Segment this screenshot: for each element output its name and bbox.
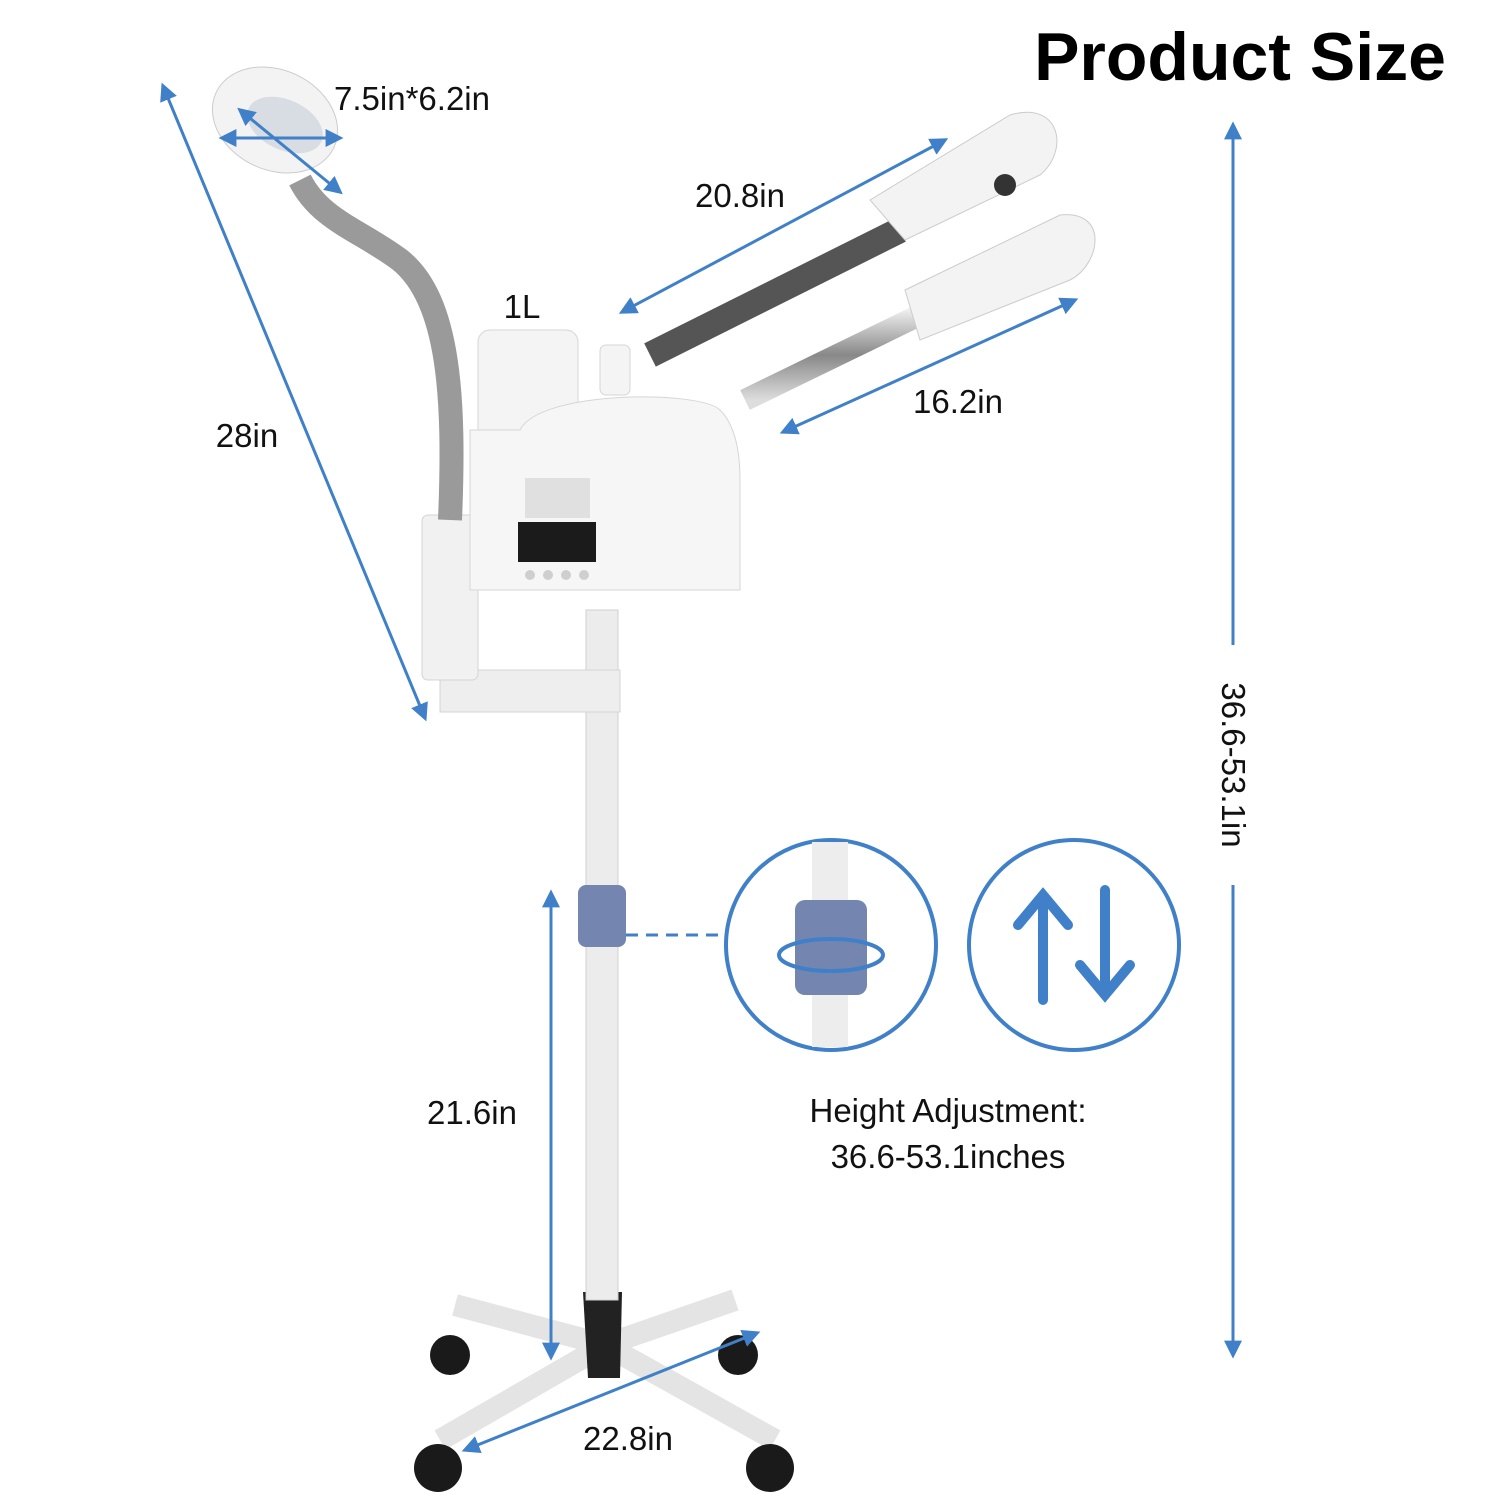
wheel: [746, 1444, 794, 1492]
wheel: [414, 1444, 462, 1492]
tank-capacity-label: 1L: [504, 288, 541, 325]
control-display: [518, 522, 596, 562]
upper-nozzle: [869, 112, 1058, 241]
height-adjustment-value: 36.6-53.1inches: [831, 1138, 1066, 1175]
dimension-arrows: [160, 82, 1242, 1453]
total-height-label: 36.6-53.1in: [1215, 682, 1252, 847]
base-hub: [583, 1292, 622, 1378]
upper-arm-label: 20.8in: [695, 177, 785, 214]
nozzle-outlet: [994, 174, 1016, 196]
lower-arm: [740, 300, 935, 410]
steam-outlet: [599, 344, 631, 396]
control-buttons: [525, 570, 589, 580]
height-knob: [578, 885, 626, 947]
magnifier-size-label: 7.5in*6.2in: [334, 80, 490, 117]
pole: [585, 609, 619, 1301]
height-adjustment-label: Height Adjustment:: [810, 1092, 1087, 1129]
base-width-label: 22.8in: [583, 1420, 673, 1457]
wheel: [430, 1335, 470, 1375]
page-title: Product Size: [1034, 19, 1446, 95]
lower-arm-label: 16.2in: [913, 383, 1003, 420]
knob-rotate-icon: [724, 838, 938, 1052]
up-down-arrows-icon: [967, 838, 1181, 1052]
magnifier-arm-label: 28in: [216, 417, 278, 454]
window: [525, 478, 590, 518]
side-bracket: [439, 669, 621, 713]
pole-height-label: 21.6in: [427, 1094, 517, 1131]
lower-nozzle: [904, 214, 1096, 341]
